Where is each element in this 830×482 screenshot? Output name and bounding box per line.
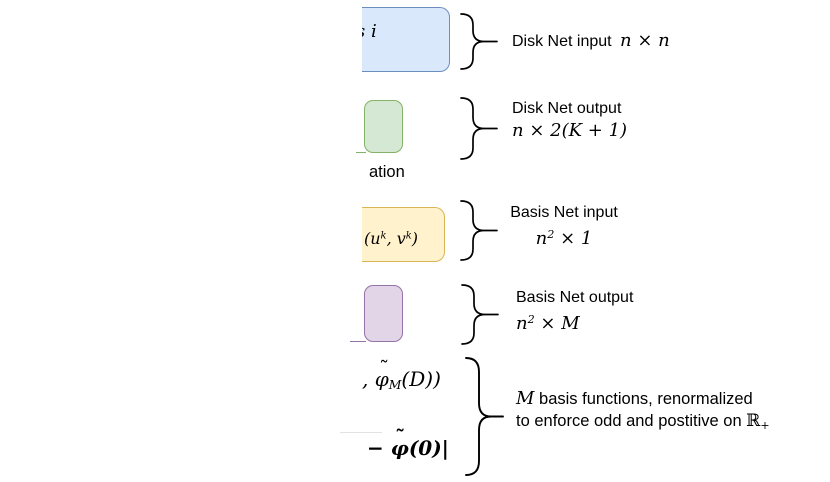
purple-box-edge-fragment <box>350 340 366 343</box>
basis-net-output-dims: n2 × M <box>516 313 580 335</box>
tilde-accent: ˜ <box>395 424 406 449</box>
brace-disk-output <box>459 96 499 161</box>
brace-disk-input <box>459 12 499 71</box>
disk-net-input-label: Disk Net input n × n <box>512 31 670 52</box>
activation-label-fragment: ation <box>369 163 405 181</box>
reals-subscript: + <box>760 418 770 432</box>
basis-function-expression-1: , ˜φM(D)) <box>362 355 441 393</box>
basis-functions-label-line2: to enforce odd and postitive on <box>516 412 747 430</box>
basis-net-input-box: (uk, vk) <box>362 207 445 262</box>
disk-net-input-label-text: Disk Net input <box>512 33 612 50</box>
disk-net-output-label: Disk Net output n × 2(K + 1) <box>512 99 627 142</box>
disk-net-output-dims: n × 2(K + 1) <box>512 120 628 141</box>
basis-functions-label: M basis functions, renormalized to enfor… <box>516 388 770 437</box>
basis-net-input-label-text: Basis Net input <box>510 204 618 221</box>
basis-net-input-label: Basis Net input n2 × 1 <box>505 203 623 250</box>
brace-basis-input <box>459 199 499 262</box>
disk-net-output-label-text: Disk Net output <box>512 100 622 117</box>
basis-function-expression-2: − ˜φ(0)| <box>367 424 449 460</box>
basis-net-input-box-text: (uk, vk) <box>364 229 419 248</box>
brace-basis-functions <box>464 356 506 477</box>
cropped-rule-fragment <box>340 432 382 433</box>
disk-net-input-dims: n × n <box>620 30 670 51</box>
basis-net-input-dims: n2 × 1 <box>535 228 593 250</box>
basis-net-output-label-text: Basis Net output <box>516 289 634 306</box>
disk-net-input-box: s i <box>362 7 450 72</box>
basis-net-output-box <box>364 285 403 342</box>
basis-net-output-label: Basis Net output n2 × M <box>516 288 633 335</box>
disk-net-input-box-text: s i <box>362 21 377 42</box>
brace-basis-output <box>460 283 500 346</box>
green-box-edge-fragment <box>356 151 366 154</box>
basis-functions-label-line1: basis functions, renormalized <box>534 390 753 408</box>
tilde-accent: ˜ <box>379 355 390 380</box>
disk-net-output-box <box>364 100 403 153</box>
basis-functions-label-M: M <box>516 388 535 409</box>
reals-symbol: ℝ <box>746 411 761 431</box>
